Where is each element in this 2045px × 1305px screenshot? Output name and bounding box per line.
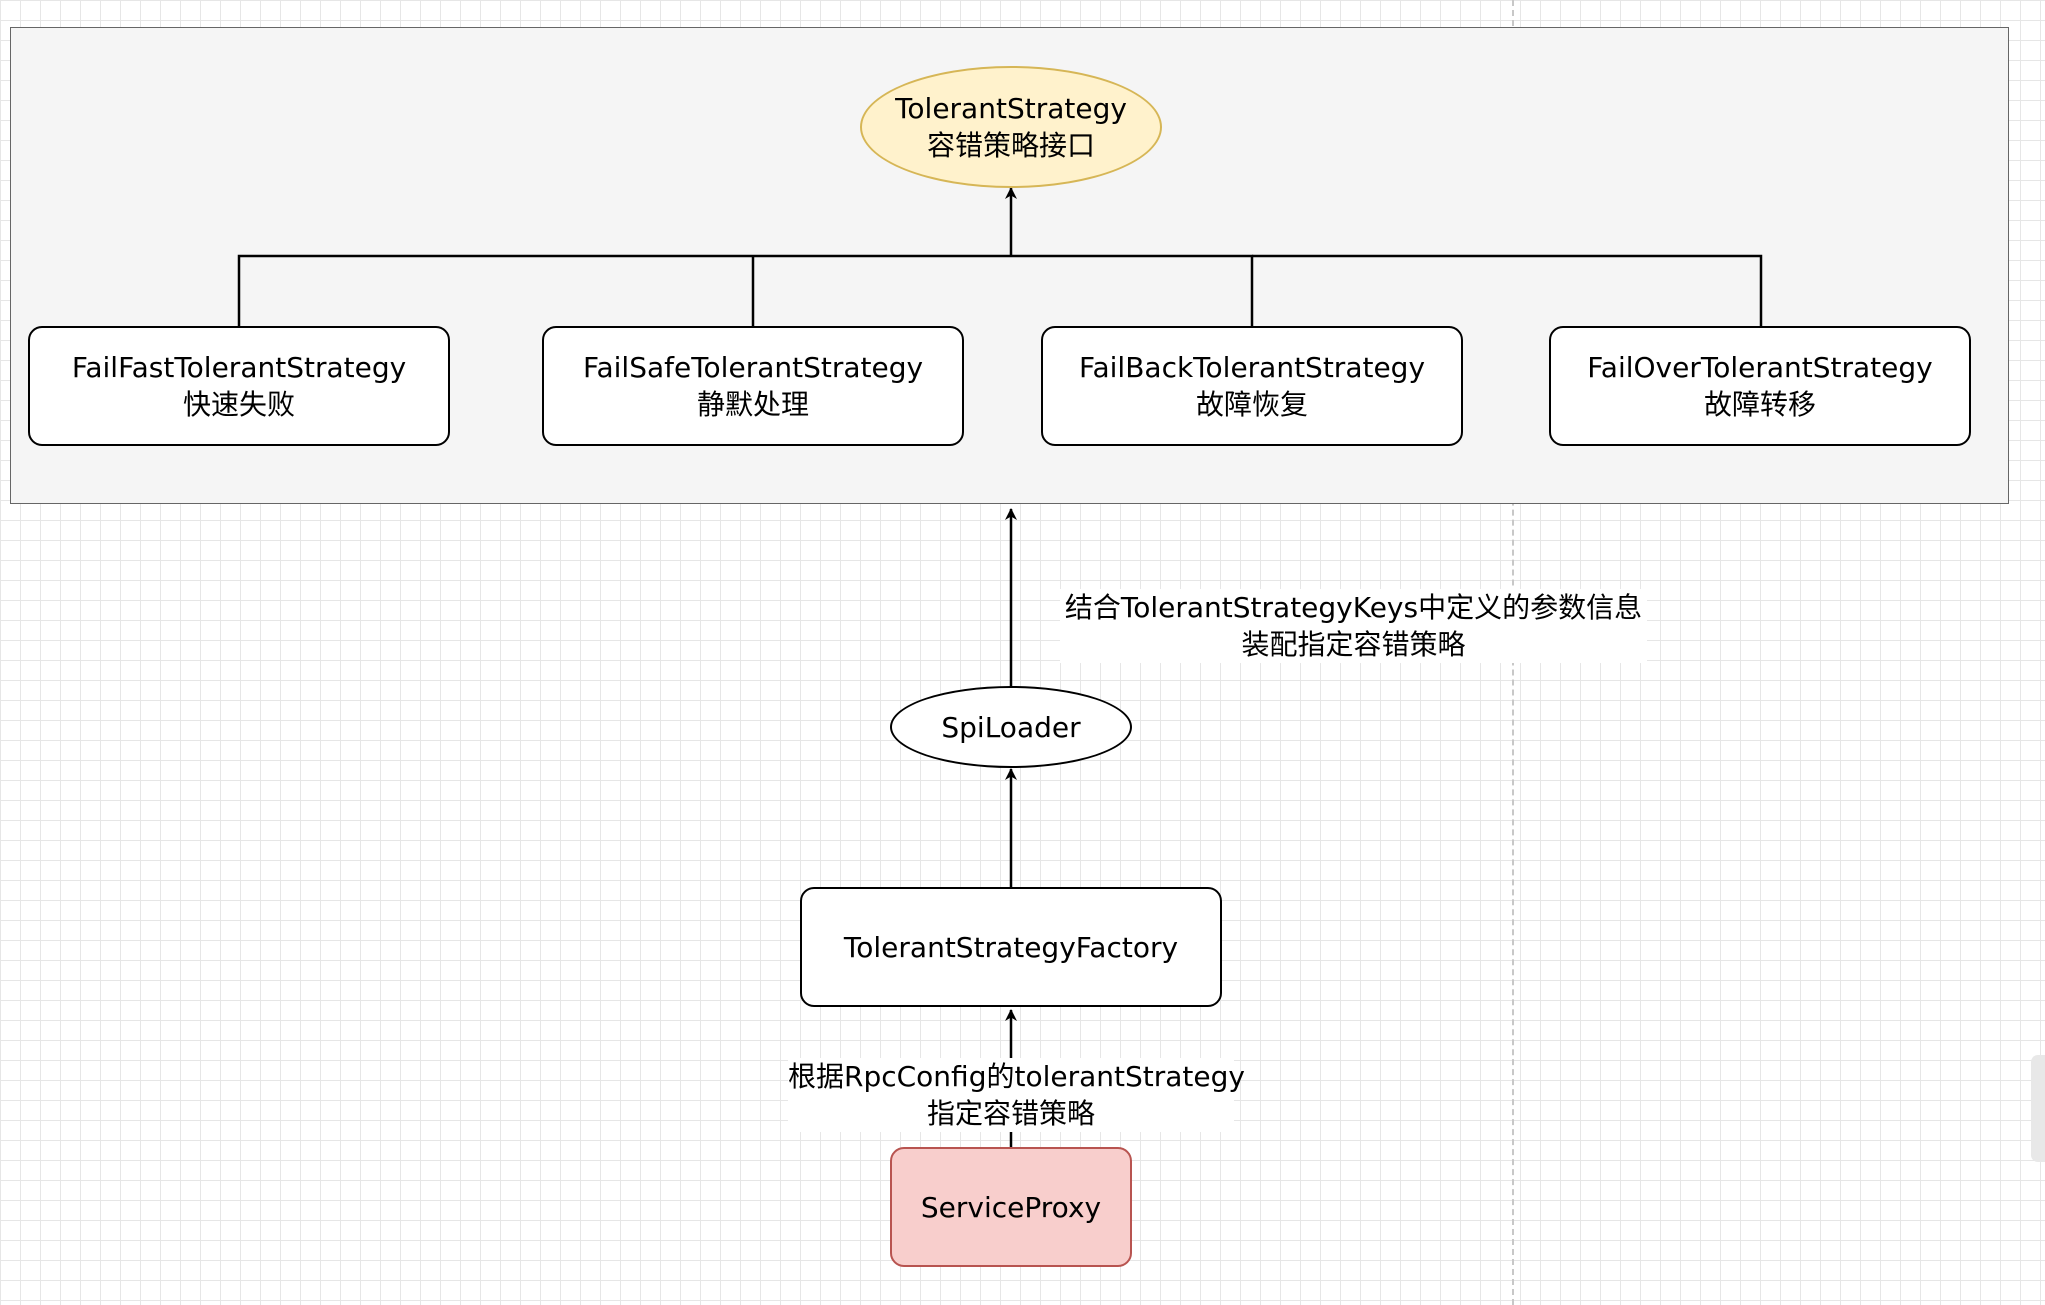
- node-title: FailBackTolerantStrategy: [1078, 351, 1426, 384]
- loader-to-container-label: 结合TolerantStrategyKeys中定义的参数信息 装配指定容错策略: [1060, 589, 1647, 663]
- node-subtitle: 容错策略接口: [926, 129, 1095, 162]
- node-title: FailSafeTolerantStrategy: [582, 351, 924, 384]
- node-title: TolerantStrategyFactory: [843, 930, 1179, 964]
- edge-label-line: 指定容错策略: [926, 1097, 1095, 1130]
- failover-strategy-node[interactable]: FailOverTolerantStrategy 故障转移: [1549, 326, 1971, 446]
- node-title: SpiLoader: [941, 710, 1081, 744]
- service-proxy-node[interactable]: ServiceProxy: [890, 1147, 1132, 1267]
- node-title: ServiceProxy: [920, 1190, 1102, 1224]
- connector-failfast-to-root: [237, 254, 1011, 326]
- edge-label-line: 根据RpcConfig的tolerantStrategy: [788, 1060, 1245, 1093]
- tolerant-strategy-interface-node[interactable]: TolerantStrategy 容错策略接口: [860, 66, 1162, 188]
- edge-label-line: 装配指定容错策略: [1241, 628, 1466, 661]
- failback-strategy-node[interactable]: FailBackTolerantStrategy 故障恢复: [1041, 326, 1463, 446]
- node-subtitle: 静默处理: [696, 388, 809, 421]
- node-title: FailOverTolerantStrategy: [1587, 351, 1933, 384]
- node-subtitle: 故障恢复: [1195, 388, 1308, 421]
- connector-failback-to-root: [1011, 254, 1254, 326]
- scrollbar-thumb[interactable]: [2031, 1055, 2045, 1162]
- edge-label-line: 结合TolerantStrategyKeys中定义的参数信息: [1064, 591, 1643, 624]
- node-subtitle: 快速失败: [182, 388, 295, 421]
- connector-failover-to-root: [1252, 254, 1763, 326]
- node-subtitle: 故障转移: [1703, 388, 1816, 421]
- node-title: FailFastTolerantStrategy: [71, 351, 407, 384]
- failsafe-strategy-node[interactable]: FailSafeTolerantStrategy 静默处理: [542, 326, 964, 446]
- node-title: TolerantStrategy: [895, 92, 1127, 125]
- proxy-to-factory-label: 根据RpcConfig的tolerantStrategy 指定容错策略: [788, 1058, 1245, 1132]
- tolerant-strategy-factory-node[interactable]: TolerantStrategyFactory: [800, 887, 1222, 1007]
- failfast-strategy-node[interactable]: FailFastTolerantStrategy 快速失败: [28, 326, 450, 446]
- spi-loader-node[interactable]: SpiLoader: [890, 686, 1132, 768]
